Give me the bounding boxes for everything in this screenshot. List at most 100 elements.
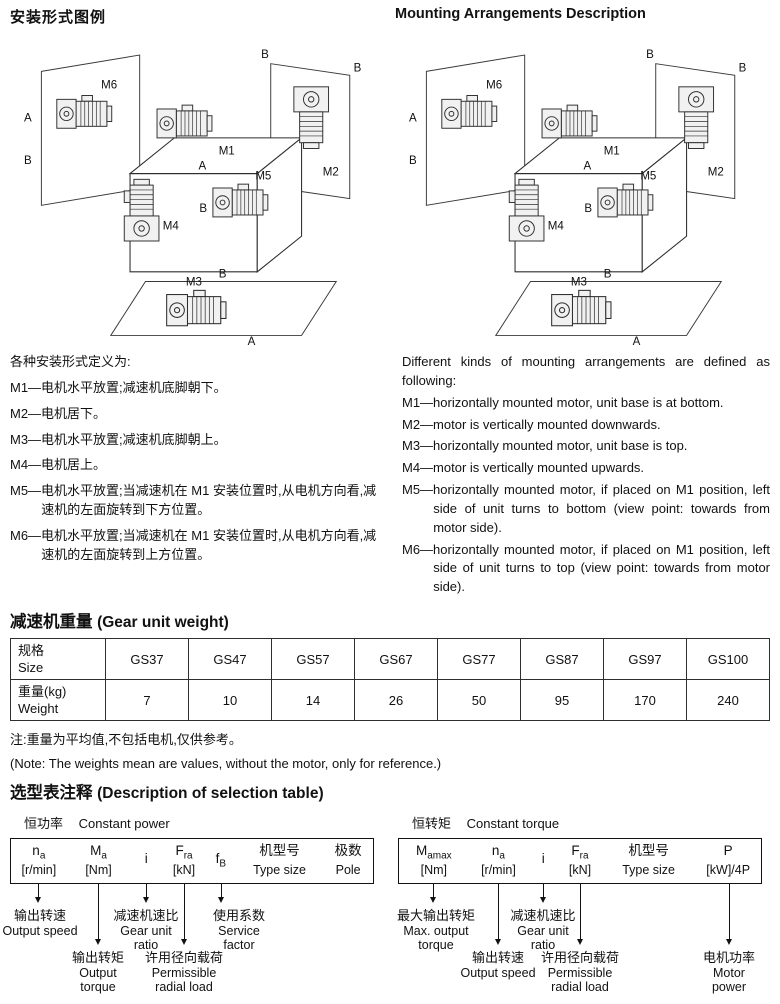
callout-arrow [495,883,501,945]
label-m3: M3 [571,276,587,288]
col-output-speed: na [r/min] [21,843,57,878]
mounting-title-cn: 安装形式图例 [10,9,107,26]
label-m2: M2 [323,166,339,178]
col-ratio: i [541,850,545,866]
weight-label-en: Weight [18,701,59,717]
callout-gear-ratio: 减速机速比 Gear unit ratio [113,907,179,953]
col-type-size: 机型号 Type size [622,843,676,878]
size-cell: GS97 [603,638,687,681]
section-titles: 安装形式图例 Mounting Arrangements Description [10,6,770,27]
label-m3: M3 [186,276,202,288]
label-m1: M1 [219,145,235,157]
size-cell: GS67 [354,638,438,681]
definition-m4-cn: M4—电机居上。 [10,457,107,473]
marker-a: A [248,336,256,347]
col-radial-load: Fra [kN] [172,843,196,878]
weight-header-cell: 重量(kg) Weight [10,679,106,722]
constant-torque-caption: 恒转矩 Constant torque [412,813,770,832]
selection-title-en: (Description of selection table) [97,785,324,803]
cube-right-face [641,136,688,273]
label-m4: M4 [548,220,565,232]
col-type-size: 机型号 Type size [253,843,306,878]
col-radial-load: Fra [kN] [568,843,592,878]
constant-torque-block: 恒转矩 Constant torque Mamax [Nm] na [r/min… [397,813,770,1002]
callout-arrow [143,883,149,903]
size-label-en: Size [18,660,44,676]
definition-m2-en: M2—motor is vertically mounted downwards… [402,416,661,432]
constant-power-block: 恒功率 Constant power na [r/min] Ma [Nm] i … [2,813,382,1002]
callout-service-factor: 使用系数 Service factor [212,907,265,953]
selection-title-cn: 选型表注释 [10,784,93,803]
weight-cell: 170 [603,679,687,722]
definition-m6-cn: M6—电机水平放置;当减速机在 M1 安装位置时,从电机方向看,减速机的左面旋转… [10,527,377,562]
callout-arrow [577,883,583,945]
callout-output-torque: 输出转矩 Output torque [71,949,124,995]
definition-m3-en: M3—horizontally mounted motor, unit base… [402,438,688,454]
caption-en: Constant power [78,816,170,832]
marker-b: B [584,203,592,215]
callout-arrow [218,883,224,903]
size-label-cn: 规格 [18,642,45,658]
constant-torque-header-table: Mamax [Nm] na [r/min] i Fra [kN] 机型号 [398,838,762,884]
marker-a: A [24,113,32,125]
label-m2: M2 [708,166,724,178]
selection-annotations: 恒功率 Constant power na [r/min] Ma [Nm] i … [2,813,770,1002]
caption-en: Constant torque [466,816,560,832]
marker-a: A [633,336,641,347]
marker-a: A [409,113,417,125]
col-motor-power: P [kW]/4P [706,843,751,878]
definition-m5-en: M5—horizontally mounted motor, if placed… [402,482,770,535]
weight-note-en: (Note: The weights mean are values, with… [10,756,442,772]
gear-weight-table: 规格 Size GS37 GS47 GS57 GS67 GS77 GS87 GS… [10,638,770,722]
gearmotor-m1 [541,104,598,139]
gear-weight-title-en: (Gear unit weight) [97,614,229,632]
definitions-en: Different kinds of mounting arrangements… [402,353,770,600]
definition-m1-en: M1—horizontally mounted motor, unit base… [402,394,724,410]
table-row-size: 规格 Size GS37 GS47 GS57 GS67 GS77 GS87 GS… [10,638,770,681]
marker-b: B [354,62,362,74]
table-row-weight: 重量(kg) Weight 7 10 14 26 50 95 170 240 [10,679,770,722]
size-cell: GS77 [437,638,521,681]
size-cell: GS47 [188,638,272,681]
definition-m5-cn: M5—电机水平放置;当减速机在 M1 安装位置时,从电机方向看,减速机的左面旋转… [10,483,377,518]
vertical-plane-left [40,54,141,206]
horizontal-plane-bottom [109,280,338,336]
callout-output-speed: 输出转速 Output speed [2,907,78,939]
marker-a: A [198,161,206,173]
callout-arrow [181,883,187,945]
definition-m3-cn: M3—电机水平放置;减速机底脚朝上。 [10,431,227,447]
callout-motor-power: 电机功率 Motor power [702,949,755,995]
col-output-torque: Ma [Nm] [85,843,112,878]
marker-b: B [604,269,612,281]
marker-b: B [409,155,417,167]
gear-weight-title: 减速机重量 (Gear unit weight) [10,608,770,632]
col-max-output-torque: Mamax [Nm] [415,843,452,878]
callout-arrow [726,883,732,945]
label-m6: M6 [101,80,117,92]
horizontal-plane-bottom [494,280,723,336]
size-header-cell: 规格 Size [10,638,106,681]
definitions-intro-cn: 各种安装形式定义为: [10,354,131,369]
callout-arrow [35,883,41,903]
mounting-diagram-right: A B M6 B M1 A B M2 M5 B M4 B M3 A [409,49,747,347]
col-output-speed: na [r/min] [481,843,516,878]
marker-a: A [583,161,591,173]
definition-m4-en: M4—motor is vertically mounted upwards. [402,460,645,476]
callout-arrow [540,883,546,903]
size-cell: GS57 [271,638,355,681]
marker-b: B [219,269,227,281]
col-pole: 极数 Pole [334,843,362,878]
constant-power-header-table: na [r/min] Ma [Nm] i Fra [kN] fB [10,838,374,884]
label-m1: M1 [604,145,620,157]
gearmotor-m3 [166,289,227,327]
callout-arrow [95,883,101,945]
callout-arrow [430,883,436,903]
label-m5: M5 [640,170,656,182]
callout-gear-ratio: 减速机速比 Gear unit ratio [510,907,576,953]
mounting-diagrams: A B M6 B M1 A B M2 M5 B M4 B M3 A [10,29,770,347]
mounting-diagram-left: A B M6 B M1 A B M2 M5 B M4 B M3 A [24,49,362,347]
marker-b: B [199,203,207,215]
caption-cn: 恒功率 [24,816,64,832]
weight-cell: 7 [105,679,189,722]
constant-power-callouts: 输出转速 Output speed 减速机速比 Gear unit ratio … [2,883,382,1002]
